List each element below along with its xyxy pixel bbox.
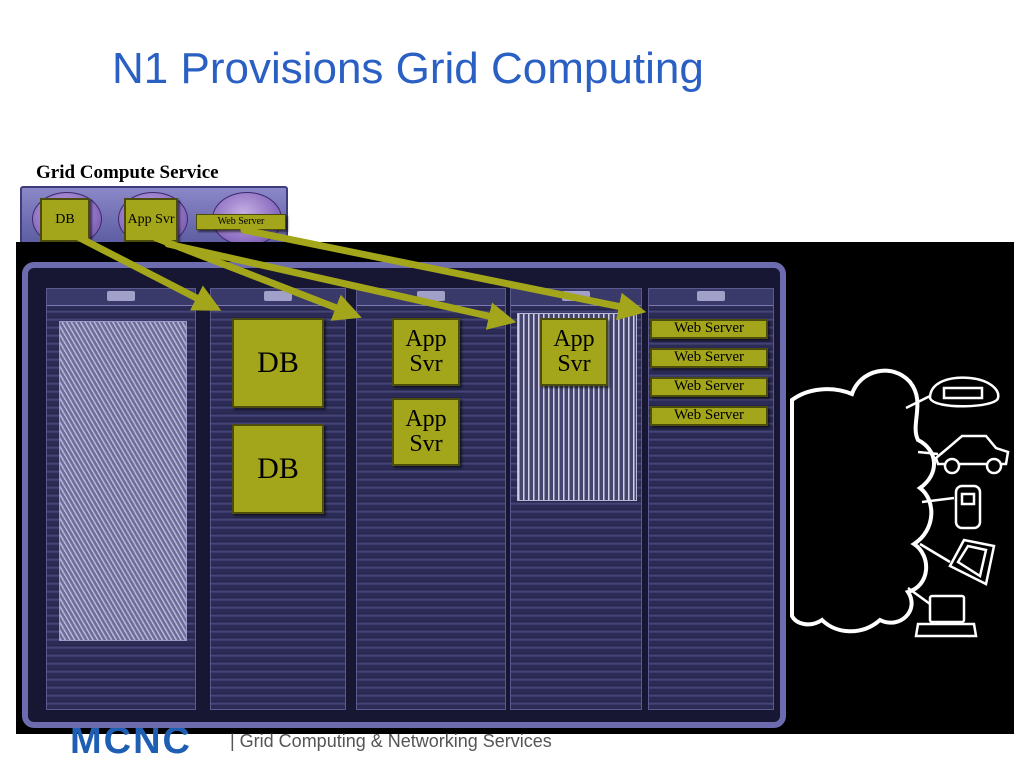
mcnc-logo: MCNC | Grid Computing & Networking Servi…	[70, 728, 570, 768]
service-db-box: DB	[40, 198, 90, 242]
grid-web-box-1: Web Server	[650, 319, 768, 339]
grid-db-box-2: DB	[232, 424, 324, 514]
arrow-app-2	[164, 240, 517, 330]
grid-web-box-2: Web Server	[650, 348, 768, 368]
grid-web-box-3: Web Server	[650, 377, 768, 397]
arrow-db	[76, 234, 222, 311]
cloud-icon	[790, 368, 936, 634]
sun-logo-icon	[697, 291, 725, 301]
pda-icon	[948, 538, 996, 586]
grid-app-box-3: App Svr	[540, 318, 608, 386]
phone-icon	[928, 376, 1000, 408]
logo-wordmark: MCNC	[70, 728, 192, 762]
arrow-web	[240, 226, 647, 321]
rack-1-drives	[59, 321, 187, 641]
car-icon	[934, 434, 1010, 475]
sun-logo-icon	[107, 291, 135, 301]
computer-icon	[914, 594, 978, 638]
grid-web-box-4: Web Server	[650, 406, 768, 426]
logo-tagline: | Grid Computing & Networking Services	[230, 731, 552, 751]
service-app-box: App Svr	[124, 198, 178, 242]
sun-logo-icon	[264, 291, 292, 301]
provision-arrows	[76, 226, 647, 330]
grid-app-box-1: App Svr	[392, 318, 460, 386]
mobile-phone-icon	[954, 484, 982, 530]
page-title: N1 Provisions Grid Computing	[112, 44, 704, 93]
connector-lines	[905, 394, 955, 606]
grid-compute-service-label: Grid Compute Service	[36, 162, 219, 183]
rack-1	[46, 288, 196, 710]
grid-app-box-2: App Svr	[392, 398, 460, 466]
grid-db-box-1: DB	[232, 318, 324, 408]
sun-logo-icon	[417, 291, 445, 301]
